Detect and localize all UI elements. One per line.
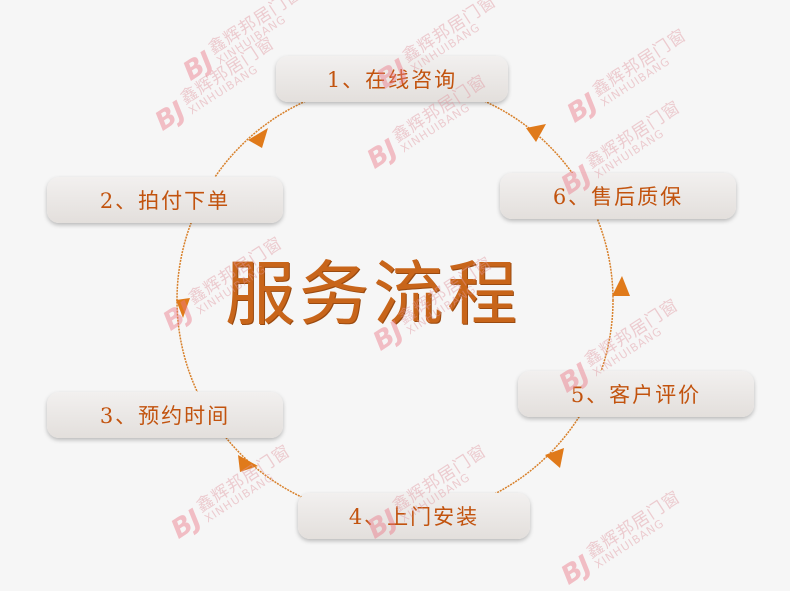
step-installation: 4、上门安装: [298, 493, 530, 539]
step-review: 5、客户评价: [518, 371, 754, 417]
service-flow-diagram: 服务流程 1、在线咨询 2、拍付下单 3、预约时间 4、上门安装 5、客户评价 …: [47, 0, 754, 591]
arrow-icon: [248, 128, 268, 148]
step-order: 2、拍付下单: [47, 177, 283, 223]
arrow-icon: [612, 276, 630, 296]
step-appointment: 3、预约时间: [47, 392, 283, 438]
arrow-icon: [176, 298, 190, 318]
step-warranty: 6、售后质保: [500, 173, 736, 219]
arrow-icon: [545, 448, 564, 468]
diagram-title: 服务流程: [225, 253, 521, 335]
step-consult: 1、在线咨询: [276, 56, 508, 102]
arrow-icon: [238, 455, 258, 472]
arrow-icon: [526, 124, 546, 142]
